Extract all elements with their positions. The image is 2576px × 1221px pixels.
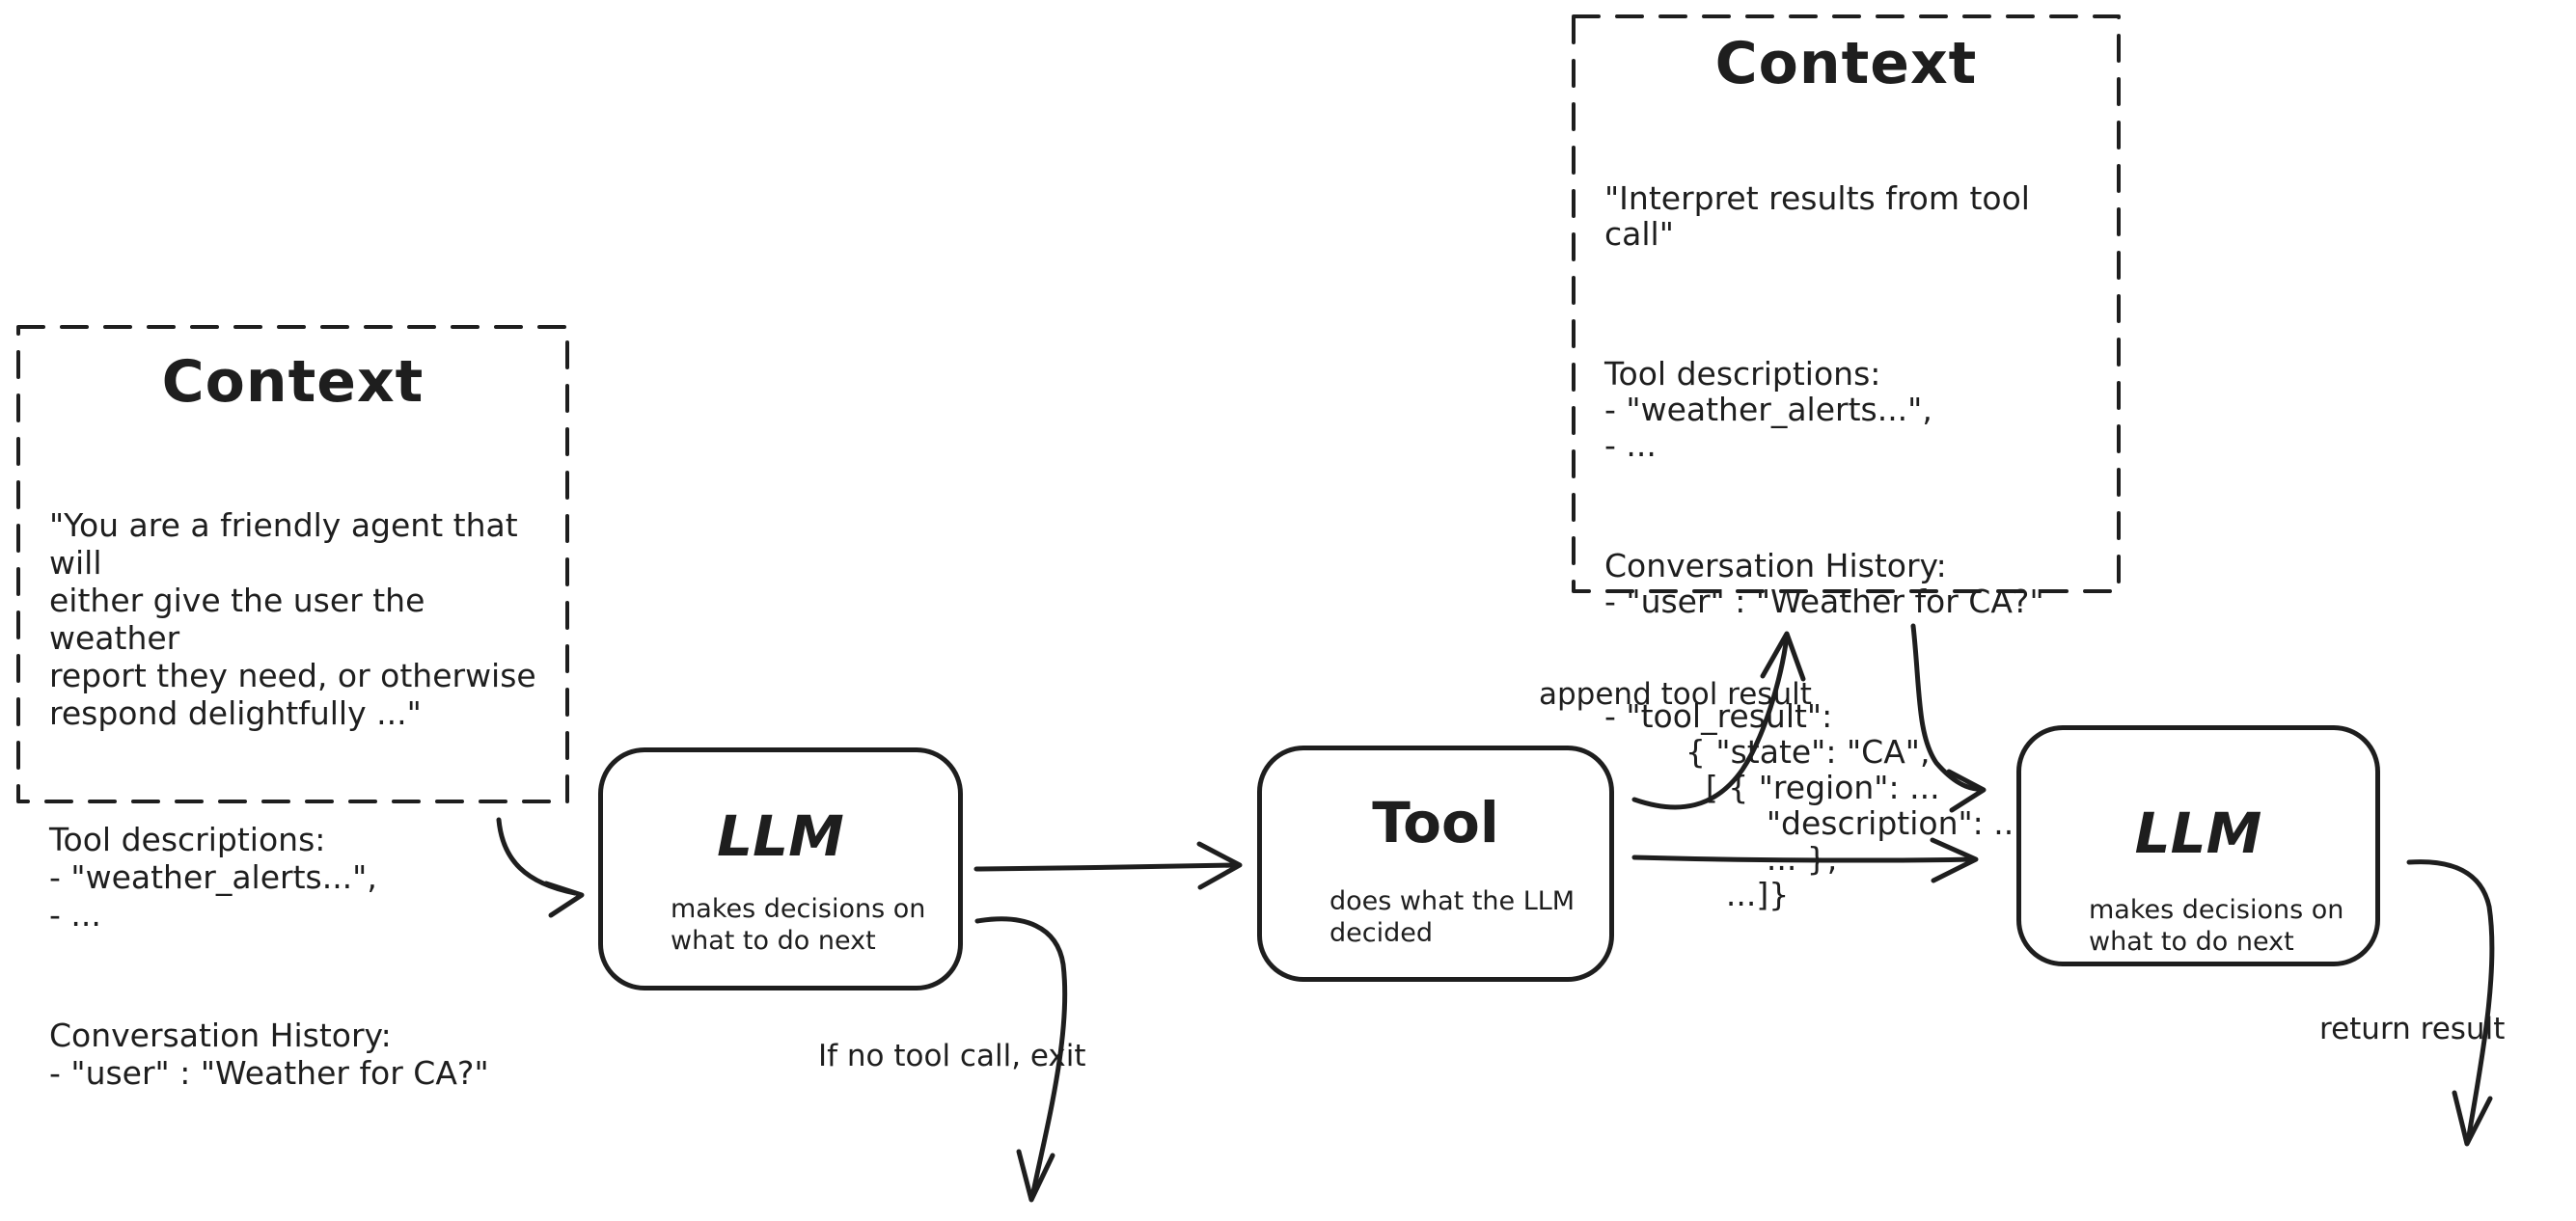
arrow-tool-to-llm2 (1631, 837, 1979, 883)
node-tool: Tool does what the LLM decided (1257, 746, 1614, 982)
node-llm-2: LLM makes decisions on what to do next (2016, 725, 2380, 966)
node-llm-1-subtitle: makes decisions on what to do next (671, 894, 926, 956)
edge-label-append-tool-result: append tool result (1539, 677, 1812, 712)
node-tool-title: Tool (1372, 790, 1499, 855)
node-llm-1-title: LLM (717, 803, 844, 869)
arrow-llm2-return (2406, 859, 2495, 1147)
arrow-tool-to-context-top (1631, 631, 1806, 810)
context-top-tool-descriptions: Tool descriptions: - "weather_alerts..."… (1604, 355, 1932, 464)
context-top-border (1572, 14, 2121, 593)
context-left-body: "You are a friendly agent that will eith… (49, 431, 550, 1167)
node-llm-1: LLM makes decisions on what to do next (598, 747, 963, 990)
arrow-llm1-exit (974, 916, 1068, 1203)
node-llm-2-subtitle: makes decisions on what to do next (2089, 895, 2344, 957)
edge-label-return-result: return result (2319, 1012, 2506, 1046)
context-left-border (16, 325, 569, 803)
context-top-instruction: "Interpret results from tool call" (1604, 179, 2041, 253)
arrow-context-left-to-llm1 (496, 817, 585, 918)
context-top-title: Context (1714, 30, 1978, 97)
context-box-system-prompt: Context "You are a friendly agent that w… (16, 325, 569, 1092)
context-left-title: Context (161, 348, 425, 416)
edge-label-if-no-tool-call-exit: If no tool call, exit (818, 1039, 1086, 1073)
context-top-body: "Interpret results from tool call" Tool … (1604, 109, 2105, 984)
context-left-conversation-history: Conversation History: - "user" : "Weathe… (49, 1017, 489, 1092)
context-left-system-text: "You are a friendly agent that will eith… (49, 506, 536, 732)
context-box-tool-result: Context "Interpret results from tool cal… (1572, 14, 2121, 912)
node-llm-2-title: LLM (2134, 800, 2262, 866)
arrow-context-top-to-llm2 (1910, 623, 1987, 813)
context-top-conversation-history: Conversation History: - "user" : "Weathe… (1604, 547, 2044, 620)
arrow-llm1-to-tool (973, 841, 1243, 890)
context-left-tool-descriptions: Tool descriptions: - "weather_alerts..."… (49, 821, 377, 934)
node-tool-subtitle: does what the LLM decided (1329, 886, 1576, 948)
context-top-tool-result-json: - "tool_result": { "state": "CA", [ { "r… (1604, 697, 2024, 913)
